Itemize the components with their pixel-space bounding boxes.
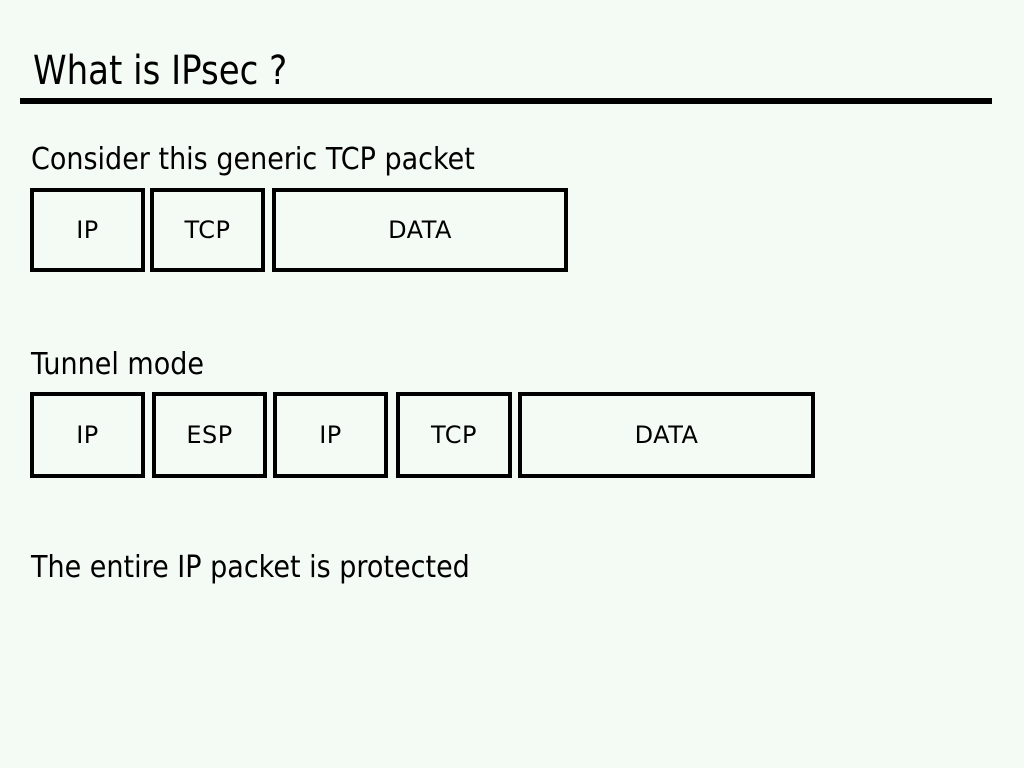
title-underline	[20, 98, 992, 104]
packet-box-outer-ip: IP	[30, 392, 145, 478]
packet-box-data: DATA	[272, 188, 568, 272]
packet-box-ip: IP	[30, 188, 145, 272]
page-title: What is IPsec ?	[33, 48, 288, 94]
packet-box-tcp: TCP	[396, 392, 512, 478]
packet-box-inner-ip: IP	[273, 392, 388, 478]
packet-box-esp: ESP	[152, 392, 267, 478]
tunnel-mode-section-label: Tunnel mode	[31, 347, 204, 382]
packet-box-tcp: TCP	[150, 188, 265, 272]
footnote-text: The entire IP packet is protected	[31, 550, 470, 585]
intro-section-label: Consider this generic TCP packet	[31, 142, 475, 177]
packet-box-data: DATA	[518, 392, 815, 478]
